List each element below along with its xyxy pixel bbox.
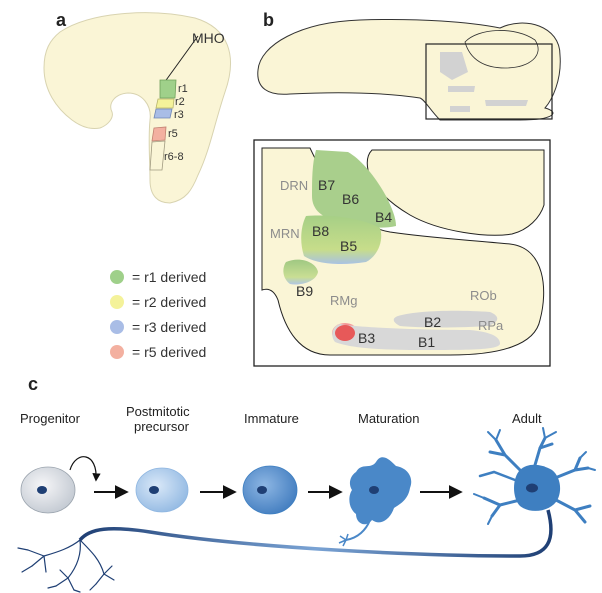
- cluster-b7-b6-b4-shape: [312, 150, 396, 228]
- label-b7: B7: [318, 177, 335, 193]
- maturation-neurite: [345, 519, 371, 541]
- panel-a-letter: a: [56, 10, 67, 30]
- panel-b-letter: b: [263, 10, 274, 30]
- r6-8-label: r6-8: [164, 151, 184, 163]
- label-rpa: RPa: [478, 318, 504, 333]
- legend-swatch-r2: [110, 295, 124, 309]
- label-b2: B2: [424, 314, 441, 330]
- maturation-neuron: [349, 457, 412, 525]
- label-mrn: MRN: [270, 226, 300, 241]
- axon-terminal-branches: [17, 539, 115, 593]
- cluster-b9-shape: [283, 259, 318, 285]
- small-cerebellum: [464, 30, 539, 69]
- progenitor-nucleus: [37, 486, 47, 494]
- precursor-nucleus: [149, 486, 159, 494]
- precursor-cell: [135, 467, 189, 513]
- cluster-b2-shape: [393, 310, 498, 328]
- legend-label-r3: = r3 derived: [132, 319, 206, 335]
- label-rob: ROb: [470, 288, 497, 303]
- cluster-b3-b1-band: [332, 324, 500, 350]
- legend: = r1 derived = r2 derived = r3 derived =…: [110, 269, 206, 360]
- r2-label: r2: [175, 96, 185, 108]
- maturation-growth-cone: [338, 533, 349, 547]
- label-b6: B6: [342, 191, 359, 207]
- adult-nucleus: [526, 483, 538, 493]
- small-raphe-shading: [440, 52, 528, 112]
- label-drn: DRN: [280, 178, 308, 193]
- legend-label-r2: = r2 derived: [132, 294, 206, 310]
- mho-label: MHO: [192, 30, 225, 46]
- stage-label-precursor: precursor: [134, 419, 190, 434]
- cluster-b3-highlight: [335, 325, 355, 341]
- mho-leader-line: [163, 35, 199, 84]
- r3-segment: [153, 108, 173, 119]
- embryo-brain-shape: [43, 12, 232, 204]
- r5-segment: [151, 126, 167, 142]
- legend-swatch-r1: [110, 270, 124, 284]
- stage-label-postmitotic: Postmitotic: [126, 404, 190, 419]
- label-b5: B5: [340, 238, 357, 254]
- panel-c-letter: c: [28, 374, 38, 394]
- label-b1: B1: [418, 334, 435, 350]
- label-b3: B3: [358, 330, 375, 346]
- stage-label-progenitor: Progenitor: [20, 411, 81, 426]
- immature-nucleus: [257, 486, 267, 494]
- label-b8: B8: [312, 223, 329, 239]
- label-b4: B4: [375, 209, 392, 225]
- r1-segment: [159, 79, 177, 99]
- legend-swatch-r3: [110, 320, 124, 334]
- immature-cell: [242, 465, 298, 515]
- legend-swatch-r5: [110, 345, 124, 359]
- r1-label: r1: [178, 83, 188, 95]
- progenitor-cell: [20, 466, 76, 514]
- label-b9: B9: [296, 283, 313, 299]
- r6-8-segment: [149, 140, 166, 171]
- adult-axon: [78, 509, 553, 558]
- maturation-nucleus: [369, 486, 379, 494]
- cluster-b8-b5-shape: [301, 215, 382, 264]
- r2-segment: [155, 98, 175, 109]
- stage-label-maturation: Maturation: [358, 411, 419, 426]
- inset-box-small: [425, 43, 553, 120]
- self-renewal-arrow: [69, 456, 101, 482]
- stage-label-adult: Adult: [512, 411, 542, 426]
- adult-neuron: [473, 427, 596, 525]
- legend-label-r5: = r5 derived: [132, 344, 206, 360]
- r5-label: r5: [168, 128, 178, 140]
- legend-label-r1: = r1 derived: [132, 269, 206, 285]
- zoom-cerebellum: [366, 149, 545, 236]
- label-rmg: RMg: [330, 293, 357, 308]
- r3-label: r3: [174, 109, 184, 121]
- stage-label-immature: Immature: [244, 411, 299, 426]
